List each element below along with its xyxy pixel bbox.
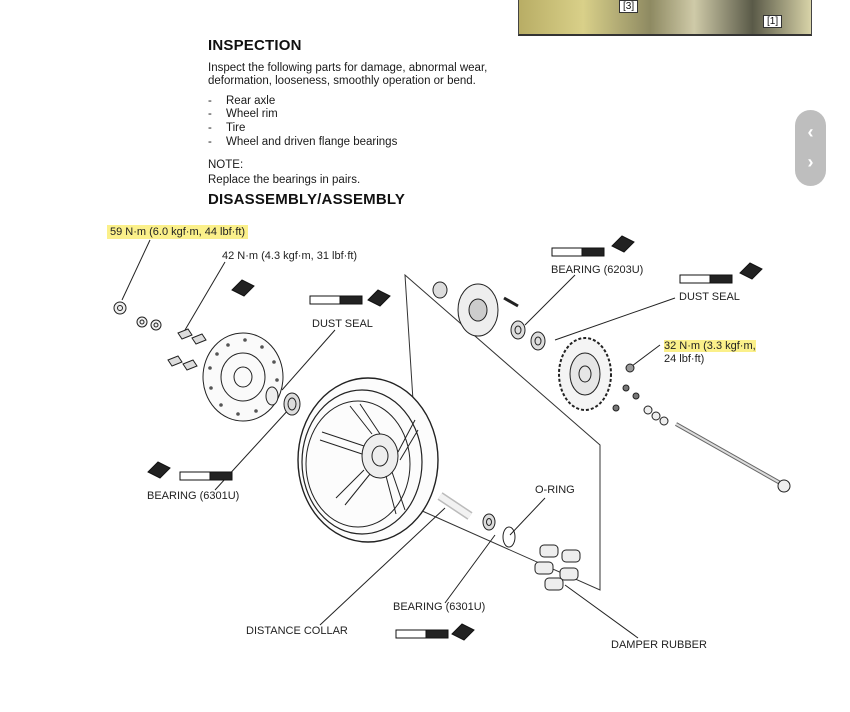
grease-tag-icon [551, 247, 605, 257]
photo-callout-1: [1] [763, 15, 783, 28]
inspection-item: Wheel and driven flange bearings [226, 136, 398, 148]
grease-tag-icon [395, 629, 449, 639]
label-dust-seal-right: DUST SEAL [679, 291, 740, 303]
new-tag-icon [147, 461, 171, 479]
note-text: Replace the bearings in pairs. [208, 174, 361, 186]
new-tag-icon [231, 279, 255, 297]
torque-label-59: 59 N·m (6.0 kgf·m, 44 lbf·ft) [107, 225, 249, 239]
grease-tag-icon [309, 295, 363, 305]
grease-tag-icon [179, 471, 233, 481]
note-title: NOTE: [208, 159, 244, 171]
bullet-dash: - [208, 108, 212, 120]
assembly-heading: DISASSEMBLY/ASSEMBLY [208, 191, 406, 208]
inspection-intro-line1: Inspect the following parts for damage, … [208, 62, 488, 74]
grease-tag-icon [679, 274, 733, 284]
label-damper-rubber: DAMPER RUBBER [611, 639, 707, 651]
torque-label-42: 42 N·m (4.3 kgf·m, 31 lbf·ft) [222, 250, 358, 262]
chevron-down-icon[interactable]: › [807, 152, 814, 172]
inspection-intro-line2: deformation, looseness, smoothly operati… [208, 75, 476, 87]
torque-label-32-line1: 32 N·m (3.3 kgf·m, [664, 340, 756, 352]
label-bearing-6301u-bottom: BEARING (6301U) [393, 601, 486, 613]
bullet-dash: - [208, 122, 212, 134]
new-tag-icon [367, 289, 391, 307]
inspection-item: Tire [226, 122, 246, 134]
label-distance-collar: DISTANCE COLLAR [246, 625, 348, 637]
inspection-item: Rear axle [226, 95, 276, 107]
nut-icon [113, 301, 127, 315]
page-nav-control: ‹ › [795, 110, 826, 186]
new-tag-icon [739, 262, 763, 280]
label-dust-seal-left: DUST SEAL [312, 318, 373, 330]
photo-callout-3: [3] [619, 0, 639, 13]
inspection-item: Wheel rim [226, 108, 278, 120]
wheel-photo: [3] [1] [518, 0, 812, 36]
label-bearing-6301u-left: BEARING (6301U) [147, 490, 240, 502]
new-tag-icon [611, 235, 635, 253]
inspection-heading: INSPECTION [208, 37, 302, 54]
torque-label-32-line2: 24 lbf·ft) [664, 353, 705, 365]
chevron-up-icon[interactable]: ‹ [807, 122, 814, 142]
label-o-ring: O-RING [535, 484, 575, 496]
label-bearing-6203u: BEARING (6203U) [551, 264, 644, 276]
bullet-dash: - [208, 95, 212, 107]
bullet-dash: - [208, 136, 212, 148]
new-tag-icon [451, 623, 475, 641]
